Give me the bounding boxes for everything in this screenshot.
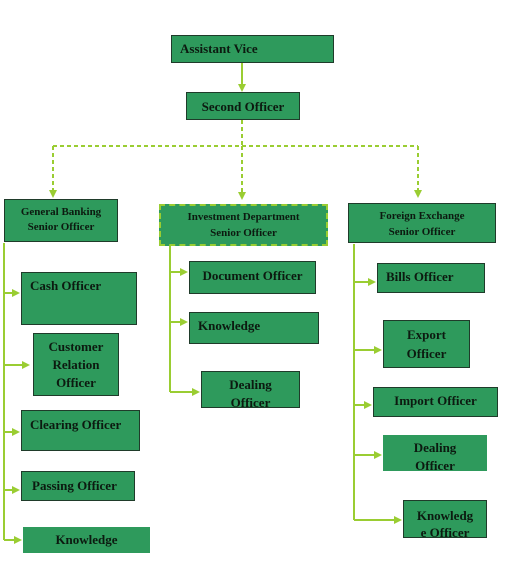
inv-dealing-line1: Dealing xyxy=(229,377,272,392)
fx-dealing-line2: Officer xyxy=(415,458,455,471)
import-officer-label: Import Officer xyxy=(394,393,477,408)
cash-officer-box: Cash Officer xyxy=(21,272,137,325)
investment-department-box: Investment Department Senior Officer xyxy=(159,204,328,246)
fx-dealing-line1: Dealing xyxy=(413,440,457,455)
second-officer-box: Second Officer xyxy=(186,92,300,120)
passing-officer-label: Passing Officer xyxy=(32,478,117,493)
gb-knowledge-label: Knowledge xyxy=(55,532,118,547)
cash-officer-label: Cash Officer xyxy=(30,278,102,293)
general-banking-line1: General Banking xyxy=(20,206,102,218)
second-officer-label: Second Officer xyxy=(201,99,285,114)
customer-relation-officer-box: Customer Relation Officer xyxy=(33,333,119,396)
fx-knowledge-line2: e Officer xyxy=(420,525,470,538)
fx-knowledge-line1: Knowledg xyxy=(416,508,474,523)
import-officer-box: Import Officer xyxy=(373,387,498,417)
export-officer-line2: Officer xyxy=(406,346,447,361)
inv-dealing-line2: Officer xyxy=(230,395,271,408)
fx-knowledge-officer-box: Knowledg e Officer xyxy=(403,500,487,538)
inv-knowledge-label: Knowledge xyxy=(198,318,261,333)
investment-line1: Investment Department xyxy=(187,211,300,223)
document-officer-box: Document Officer xyxy=(189,261,316,294)
inv-dealing-officer-box: Dealing Officer xyxy=(201,371,300,408)
bills-officer-box: Bills Officer xyxy=(377,263,485,293)
customer-relation-line3: Officer xyxy=(56,375,96,390)
assistant-vice-label: Assistant Vice xyxy=(180,41,258,56)
document-officer-label: Document Officer xyxy=(202,268,303,283)
passing-officer-box: Passing Officer xyxy=(21,471,135,501)
assistant-vice-box: Assistant Vice xyxy=(171,35,334,63)
customer-relation-line1: Customer xyxy=(48,339,104,354)
clearing-officer-box: Clearing Officer xyxy=(21,410,140,451)
export-officer-box: Export Officer xyxy=(383,320,470,368)
fx-dealing-officer-box: Dealing Officer xyxy=(383,435,487,471)
general-banking-line2: Senior Officer xyxy=(27,221,95,233)
bills-officer-label: Bills Officer xyxy=(386,269,454,284)
export-officer-line1: Export xyxy=(407,327,446,342)
clearing-officer-label: Clearing Officer xyxy=(30,417,122,432)
customer-relation-line2: Relation xyxy=(52,357,100,372)
foreign-exchange-line1: Foreign Exchange xyxy=(379,210,465,222)
gb-knowledge-box: Knowledge xyxy=(23,527,150,553)
foreign-exchange-box: Foreign Exchange Senior Officer xyxy=(348,203,496,243)
general-banking-box: General Banking Senior Officer xyxy=(4,199,118,242)
investment-line2: Senior Officer xyxy=(210,227,277,239)
foreign-exchange-line2: Senior Officer xyxy=(388,226,456,238)
inv-knowledge-box: Knowledge xyxy=(189,312,319,344)
